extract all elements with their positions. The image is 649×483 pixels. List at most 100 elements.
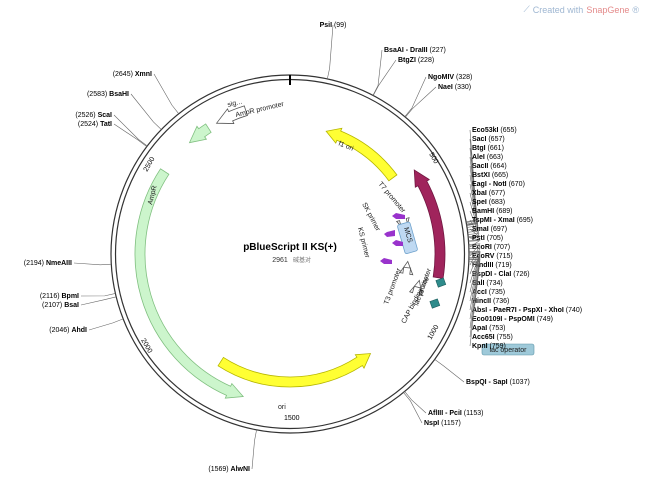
site-name: BtgZI <box>398 57 416 64</box>
tick-500: 500 <box>427 152 439 166</box>
restriction-site-label[interactable]: NgoMIV (328) <box>428 74 472 81</box>
site-name: Eco53kI <box>472 127 499 134</box>
restriction-site-label[interactable]: AleI (663) <box>472 154 503 161</box>
site-position: (1569) <box>208 466 230 473</box>
site-leader-line <box>468 251 481 302</box>
site-leader-line <box>405 86 437 118</box>
restriction-site-label[interactable]: BspDI - ClaI (726) <box>472 271 530 278</box>
site-position: (1153) <box>462 410 484 417</box>
site-position: (330) <box>453 84 471 91</box>
restriction-site-label[interactable]: (2107) BsaI <box>42 302 79 309</box>
tick-2500: 2500 <box>143 156 157 173</box>
restriction-site-label[interactable]: PsiI (99) <box>320 22 347 29</box>
restriction-site-label[interactable]: BspQI - SapI (1037) <box>466 379 530 386</box>
primer-arrow-3[interactable] <box>392 240 403 246</box>
restriction-site-label[interactable]: AbsI - PaeR7I - PspXI - XhoI (740) <box>472 307 582 314</box>
ori-arrow[interactable] <box>217 353 372 388</box>
site-leader-line <box>403 392 423 424</box>
restriction-site-label[interactable]: (2583) BsaHI <box>87 91 129 98</box>
lacz-arrow[interactable] <box>413 169 446 279</box>
site-name: HincII <box>472 298 491 305</box>
cap-site-box-2[interactable] <box>429 298 441 309</box>
site-leader-line <box>468 251 481 293</box>
ampr-promoter-arrow[interactable] <box>215 105 248 124</box>
ks-primer-arrow[interactable] <box>384 230 395 237</box>
lac-promoter-arrow[interactable] <box>408 279 423 297</box>
site-position: (736) <box>491 298 509 305</box>
restriction-site-label[interactable]: (2194) NmeAIII <box>24 260 72 267</box>
restriction-site-label[interactable]: HincII (736) <box>472 298 509 305</box>
sk-primer-arrow[interactable] <box>392 213 405 219</box>
site-position: (735) <box>487 289 505 296</box>
restriction-site-label[interactable]: XbaI (677) <box>472 190 505 197</box>
site-name: HindIII <box>472 262 493 269</box>
site-leader-line <box>468 251 481 284</box>
restriction-site-label[interactable]: ApaI (753) <box>472 325 505 332</box>
restriction-site-label[interactable]: Eco0109I - PspOMI (749) <box>472 316 553 323</box>
t3-promoter-arrow[interactable] <box>399 260 414 276</box>
restriction-site-label[interactable]: BstXI (665) <box>472 172 508 179</box>
site-name: BsaHI <box>109 91 129 98</box>
restriction-site-label[interactable]: AflIII - PciI (1153) <box>428 410 484 417</box>
site-name: ApaI <box>472 325 487 332</box>
site-name: SacI <box>472 136 486 143</box>
site-name: EcoRV <box>472 253 495 260</box>
restriction-site-label[interactable]: TspMI - XmaI (695) <box>472 217 533 224</box>
f1-ori-arrow[interactable] <box>325 127 398 182</box>
restriction-site-label[interactable]: AccI (735) <box>472 289 505 296</box>
restriction-site-label[interactable]: SacII (664) <box>472 163 507 170</box>
site-position: (726) <box>511 271 529 278</box>
plasmid-size: 2961 <box>272 257 288 264</box>
restriction-site-label[interactable]: BtgI (661) <box>472 145 504 152</box>
restriction-site-label[interactable]: (2524) TatI <box>78 121 112 128</box>
restriction-site-label[interactable]: PstI (705) <box>472 235 503 242</box>
site-position: (670) <box>507 181 525 188</box>
restriction-site-label[interactable]: (1569) AlwNI <box>208 466 250 473</box>
restriction-site-label[interactable]: BtgZI (228) <box>398 57 434 64</box>
restriction-site-label[interactable]: BsaAI - DraIII (227) <box>384 47 446 54</box>
ampr-arrow[interactable] <box>134 168 245 399</box>
cap-site-box[interactable] <box>435 277 447 288</box>
site-name: AlwNI <box>231 466 251 473</box>
restriction-site-label[interactable]: BamHI (689) <box>472 208 512 215</box>
site-name: TatI <box>100 121 112 128</box>
restriction-site-label[interactable]: EcoRV (715) <box>472 253 513 260</box>
restriction-site-label[interactable]: EcoRI (707) <box>472 244 510 251</box>
lac-operator-badge[interactable] <box>481 343 535 356</box>
restriction-site-label[interactable]: NaeI (330) <box>438 84 471 91</box>
watermark-brand: SnapGene <box>586 4 630 15</box>
restriction-site-label[interactable]: (2645) XmnI <box>113 71 152 78</box>
site-leader-line <box>467 201 479 233</box>
restriction-site-label[interactable]: SalI (734) <box>472 280 503 287</box>
primer-arrow-4[interactable] <box>380 258 392 264</box>
restriction-site-label[interactable]: SmaI (697) <box>472 226 507 233</box>
site-name: NspI <box>424 420 439 427</box>
site-name: PstI <box>472 235 485 242</box>
mcs-box[interactable] <box>397 221 418 254</box>
restriction-site-label[interactable]: (2526) ScaI <box>75 112 112 119</box>
site-name: BspDI - ClaI <box>472 271 511 278</box>
restriction-site-label[interactable]: (2116) BpmI <box>40 293 79 300</box>
restriction-site-label[interactable]: EagI - NotI (670) <box>472 181 525 188</box>
site-position: (719) <box>493 262 511 269</box>
restriction-site-label[interactable]: Acc65I (755) <box>472 334 513 341</box>
backbone-inner <box>114 78 466 430</box>
sig-arrow[interactable] <box>188 123 212 144</box>
site-leader-line <box>468 253 481 311</box>
site-position: (2116) <box>40 293 62 300</box>
site-name: BtgI <box>472 145 486 152</box>
restriction-site-label[interactable]: SpeI (683) <box>472 199 505 206</box>
restriction-site-label[interactable]: SacI (657) <box>472 136 505 143</box>
site-position: (2107) <box>42 302 64 309</box>
restriction-site-label[interactable]: KpnI (759) <box>472 343 506 350</box>
site-name: BsaI <box>64 302 79 309</box>
restriction-site-label[interactable]: Eco53kI (655) <box>472 127 517 134</box>
site-position: (2046) <box>49 327 71 334</box>
site-name: PsiI <box>320 22 333 29</box>
restriction-site-label[interactable]: (2046) AhdI <box>49 327 87 334</box>
site-position: (683) <box>487 199 505 206</box>
site-leader-line <box>153 73 180 114</box>
restriction-site-label[interactable]: HindIII (719) <box>472 262 512 269</box>
restriction-site-label[interactable]: NspI (1157) <box>424 420 461 427</box>
